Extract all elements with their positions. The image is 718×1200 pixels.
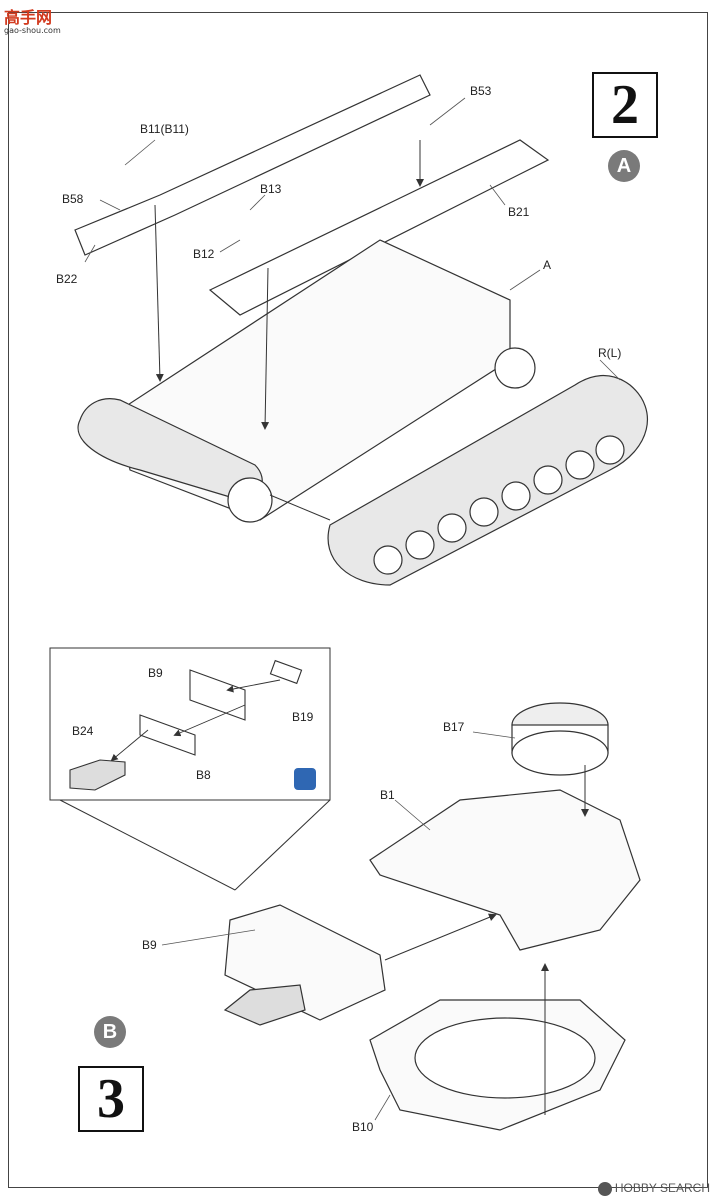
watermark-text: 高手网 — [4, 8, 53, 27]
part-label-b9: B9 — [142, 938, 157, 952]
glue-brush-icon — [294, 768, 316, 790]
page-frame — [8, 12, 708, 1188]
part-label-b10: B10 — [352, 1120, 374, 1134]
part-label-b12: B12 — [193, 247, 215, 261]
subsection-badge-a: A — [608, 150, 640, 182]
part-label-b22: B22 — [56, 272, 78, 286]
part-label-b1: B1 — [380, 788, 395, 802]
fender-right-part — [208, 139, 550, 316]
inset-label-b8: B8 — [196, 768, 211, 782]
watermark-bottom-text: HOBBY SEARCH — [614, 1181, 710, 1196]
track-right-part — [327, 375, 648, 586]
hobbysearch-mark-icon — [597, 1182, 612, 1196]
part-label-b58: B58 — [62, 192, 84, 206]
logo-watermark: 高手网 gao-shou.com — [4, 4, 74, 38]
step-number-3: 3 — [78, 1066, 144, 1132]
watermark-url: gao-shou.com — [4, 26, 61, 35]
part-label-r-l: R(L) — [598, 346, 622, 360]
part-label-b21: B21 — [508, 205, 530, 219]
inset-label-b24: B24 — [72, 724, 94, 738]
fender-left-part — [74, 74, 431, 256]
road-wheels — [227, 347, 625, 575]
part-label-a: A — [543, 258, 552, 272]
subsection-badge-b: B — [94, 1016, 126, 1048]
step-number-2: 2 — [592, 72, 658, 138]
inset-label-b9: B9 — [148, 666, 163, 680]
part-label-b17: B17 — [443, 720, 465, 734]
hobbysearch-watermark: HOBBY SEARCH — [597, 1181, 710, 1196]
part-label-b13: B13 — [260, 182, 282, 196]
inset-parts — [69, 659, 303, 791]
part-label-b11: B11(B11) — [140, 122, 189, 136]
part-label-b53: B53 — [470, 84, 492, 98]
inset-label-b19: B19 — [292, 710, 314, 724]
hull-drawing — [74, 74, 648, 586]
turret-drawing — [223, 702, 641, 1131]
